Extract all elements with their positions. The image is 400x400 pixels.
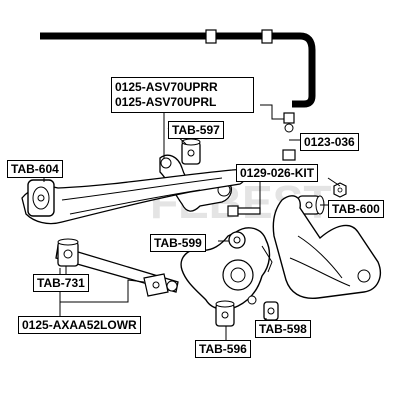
leader-lower-arm <box>59 279 145 316</box>
bushing-tab-604[interactable] <box>27 179 55 217</box>
bushing-tab-597[interactable] <box>181 138 201 165</box>
bushing-tab-731[interactable] <box>57 238 79 267</box>
stabilizer-link[interactable] <box>282 112 296 170</box>
label-tab-597[interactable]: TAB-597 <box>168 121 224 139</box>
label-upper-arm-right[interactable]: 0125-ASV70UPRR <box>115 80 218 94</box>
bolt-nut[interactable] <box>333 182 347 198</box>
leader-kit-nut <box>327 177 341 187</box>
lower-arm-bracket[interactable] <box>143 273 169 297</box>
stabilizer-bar[interactable] <box>40 29 316 108</box>
label-0123-036[interactable]: 0123-036 <box>300 133 359 151</box>
label-tab-600[interactable]: TAB-600 <box>328 200 384 218</box>
label-upper-arm-left[interactable]: 0125-ASV70UPRL <box>115 95 217 109</box>
bushing-tab-598[interactable] <box>263 301 279 321</box>
label-tab-604[interactable]: TAB-604 <box>7 160 63 178</box>
leader-stabilizer-bar <box>260 104 284 120</box>
label-tab-599[interactable]: TAB-599 <box>150 234 206 252</box>
camber-bolt[interactable] <box>227 205 261 217</box>
label-tab-731[interactable]: TAB-731 <box>33 274 89 292</box>
label-0129-026-kit[interactable]: 0129-026-KIT <box>236 164 319 182</box>
label-0125-axaa52lowr[interactable]: 0125-AXAA52LOWR <box>18 316 141 334</box>
label-tab-596[interactable]: TAB-596 <box>195 340 251 358</box>
bushing-tab-596[interactable] <box>215 300 235 327</box>
bushing-tab-599[interactable] <box>228 231 246 249</box>
upper-arm-label-group[interactable]: 0125-ASV70UPRR 0125-ASV70UPRL <box>111 77 254 113</box>
lower-control-arm[interactable] <box>272 195 382 299</box>
label-tab-598[interactable]: TAB-598 <box>255 320 311 338</box>
